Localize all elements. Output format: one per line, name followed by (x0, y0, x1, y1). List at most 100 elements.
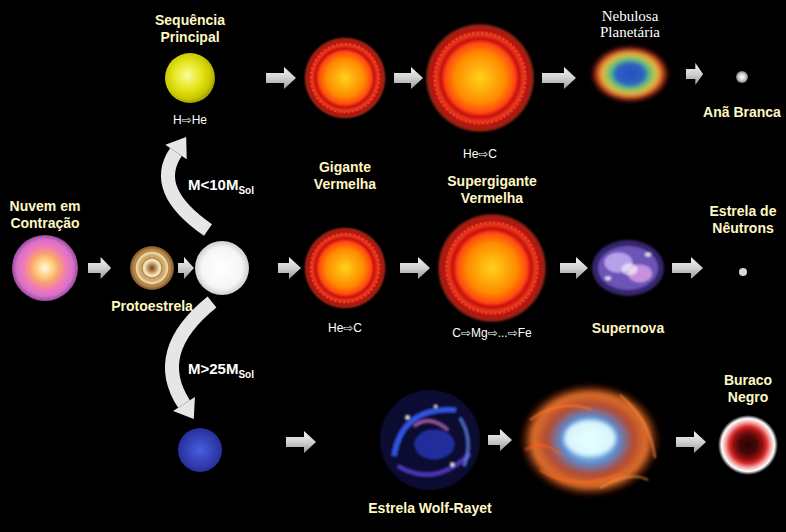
star-shape (302, 35, 388, 121)
crab-nebula-glow (518, 382, 662, 498)
star-shape-part (739, 268, 747, 276)
crab-filament (525, 445, 562, 456)
reaction-label: H⇨He (173, 113, 207, 127)
star-shape-part (434, 32, 525, 123)
flow-arrow (394, 67, 423, 89)
reaction-label: He⇨C (463, 147, 497, 161)
stage-node: Supernova (588, 234, 672, 337)
stage-label: Gigante Vermelha (305, 159, 385, 193)
star-shape-part (380, 390, 480, 490)
star-shape-part (414, 429, 454, 459)
flow-arrow (178, 257, 194, 279)
stage-node: He⇨C (302, 225, 400, 335)
star-shape-part (598, 246, 658, 290)
mass-unit: Sol (238, 185, 254, 196)
stage-node: Estrela Wolf-Rayet (368, 384, 491, 517)
mass-unit: Sol (238, 369, 254, 380)
flow-arrow (672, 257, 703, 279)
stage-label: Sequência Principal (144, 12, 236, 46)
stage-label: Estrela Wolf-Rayet (368, 500, 491, 517)
stage-label: Supergigante Vermelha (436, 173, 548, 207)
stage-label: Estrela de Nêutrons (703, 203, 783, 237)
reaction-label: He⇨C (328, 321, 362, 335)
star-shape-part (622, 263, 638, 275)
stage-label: Anã Branca (703, 104, 781, 121)
star-shape-part (398, 454, 470, 475)
star-shape-part (446, 222, 537, 313)
star-shape-part (613, 61, 647, 87)
star-shape (587, 42, 673, 106)
mass-condition: M>25MSol (188, 360, 254, 380)
star-shape (423, 21, 537, 135)
star-shape (374, 384, 486, 496)
stage-node: Anã Branca (703, 70, 781, 121)
star-shape-part (434, 405, 437, 408)
star-shape-part (380, 390, 480, 490)
stage-label: Protoestrela (111, 298, 193, 315)
crab-filament (530, 406, 592, 420)
flow-arrow (560, 257, 588, 279)
flow-arrow (686, 63, 703, 85)
stage-node: Estrela de Nêutrons (703, 203, 783, 277)
star-shape-part (414, 421, 448, 430)
mass-limit: M>25M (188, 360, 238, 377)
stage-node: Nebulosa Planetária (576, 8, 686, 106)
star-shape (588, 234, 668, 302)
crab-nebula-core (564, 420, 616, 456)
flow-arrow (278, 257, 301, 279)
star-shape (735, 70, 749, 84)
stage-node: Protoestrela (111, 245, 193, 315)
star-shape-part (450, 463, 454, 467)
star-shape (129, 245, 175, 291)
stage-node: Sequência PrincipalH⇨He (118, 12, 266, 127)
stage-label: Supernova (592, 320, 664, 337)
star-shape-part (460, 418, 468, 466)
star-shape-part (590, 45, 670, 103)
stage-label: Nuvem em Contração (4, 198, 86, 232)
star-shape-part (311, 44, 380, 113)
star-shape-part (592, 240, 664, 296)
reaction-label: C⇨Mg⇨...⇨Fe (452, 326, 532, 340)
star-shape (738, 267, 748, 277)
star-shape-part (406, 416, 410, 420)
star-shape-part (394, 410, 456, 456)
curved-arrow-head (173, 397, 195, 419)
flow-arrow (542, 67, 576, 89)
flow-arrow (266, 67, 296, 89)
star-shape (11, 234, 79, 302)
flow-arrow (286, 431, 316, 453)
stage-node: Gigante Vermelha (296, 35, 394, 193)
star-shape (164, 52, 216, 104)
mass-limit: M<10M (188, 176, 238, 193)
stage-node: Supergigante VermelhaC⇨Mg⇨...⇨Fe (430, 173, 560, 340)
flow-arrow (676, 431, 706, 453)
star-shape-part (736, 71, 748, 83)
stage-node: He⇨C (423, 21, 542, 161)
flow-arrow (88, 257, 111, 279)
crab-filament (620, 395, 655, 458)
curved-arrow (172, 302, 212, 404)
star-shape (717, 414, 779, 476)
stage-label: Buraco Negro (713, 372, 783, 406)
star-shape-part (718, 415, 778, 475)
star-shape-part (311, 234, 380, 303)
star-shape-part (590, 45, 670, 103)
star-shape (435, 211, 549, 325)
main-sequence-star (195, 241, 249, 295)
star-shape-part (605, 276, 611, 280)
star-shape-part (12, 235, 78, 301)
star-shape-part (436, 212, 548, 324)
star-shape-part (165, 53, 215, 103)
flow-arrow (488, 429, 512, 451)
stage-label: Nebulosa Planetária (587, 8, 673, 40)
star-shape (302, 225, 388, 311)
flow-arrow (400, 257, 430, 279)
star-shape-part (592, 240, 664, 296)
stage-node: Buraco Negro (713, 372, 783, 476)
star-shape-part (135, 251, 169, 285)
star-shape-part (130, 246, 174, 290)
crab-filament (540, 470, 622, 482)
massive-star (178, 428, 222, 472)
star-shape-part (303, 226, 387, 310)
